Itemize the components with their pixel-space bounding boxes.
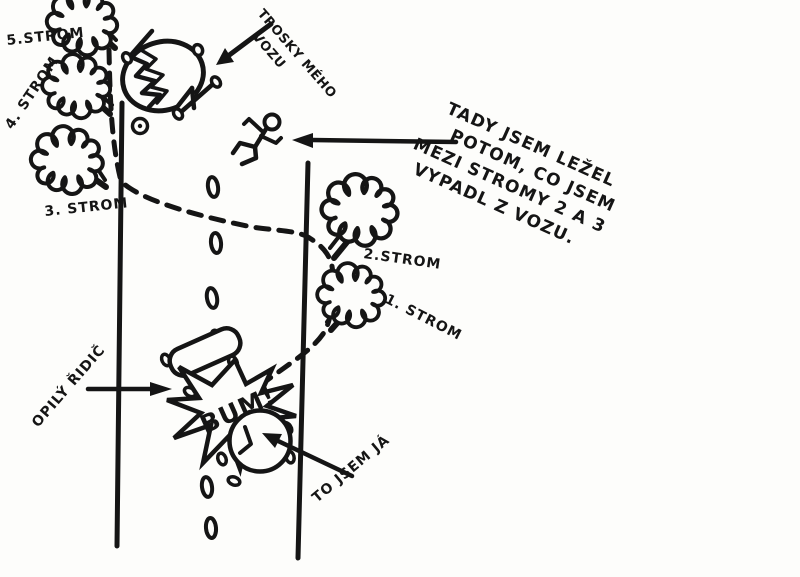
arrowhead [262, 433, 282, 448]
tree-1-label: 1. STROM [382, 291, 464, 343]
wheel [215, 451, 229, 467]
car-body [167, 326, 243, 378]
figure-arm [242, 117, 265, 134]
arrow-to-wreck [216, 21, 274, 65]
tree-3 [31, 126, 109, 194]
arrow-to-drunk-driver-car [85, 382, 172, 396]
tree-1-crown [315, 261, 388, 330]
detached-wheel [191, 42, 205, 58]
tree-4 [40, 52, 114, 121]
drunk-driver-label: OPILÝ ŘIDIČ [27, 341, 108, 431]
figure-leg [230, 140, 258, 156]
detached-wheel [120, 51, 134, 65]
my-car [215, 408, 296, 488]
tree-2-crown [322, 174, 398, 246]
arrow-to-stick-figure [292, 133, 459, 148]
road [114, 100, 311, 561]
arrowhead [292, 133, 313, 148]
car-trajectory-dashed-line [106, 47, 336, 387]
tree-1 [315, 261, 388, 333]
explosion-star [166, 355, 297, 477]
tree-2 [322, 174, 398, 261]
road-center-lane-marks [199, 175, 224, 540]
broken-axle [128, 28, 155, 58]
me-label: TO JSEM JÁ [309, 431, 393, 506]
detached-wheel [171, 107, 185, 121]
figure-leg [239, 144, 259, 167]
arrowhead [150, 382, 172, 396]
tree-3-crown [31, 126, 103, 194]
wreck-note: TROSKY MÉHO VOZU [249, 6, 340, 101]
tree-3-label: 3. STROM [44, 195, 129, 220]
drunk-driver-car [159, 326, 243, 399]
road-right-edge [295, 160, 311, 561]
tree-5 [44, 0, 120, 58]
stick-figure-lying [230, 112, 283, 167]
arrow-to-my-car [262, 433, 355, 479]
arrowhead [216, 48, 234, 65]
detached-wheel [209, 75, 223, 89]
figure-head [262, 112, 282, 132]
tree-2-label: 2.STROM [362, 246, 442, 273]
car-dent-crack [238, 425, 253, 455]
lying-note: TADY JSEM LEŽEL POTOM, CO JSEM MEZI STRO… [410, 97, 619, 249]
wheel [226, 474, 242, 488]
scattered-car-parts [120, 28, 223, 136]
broken-axle [178, 81, 216, 115]
wrecked-car [120, 38, 206, 114]
figure-arm [259, 134, 283, 145]
